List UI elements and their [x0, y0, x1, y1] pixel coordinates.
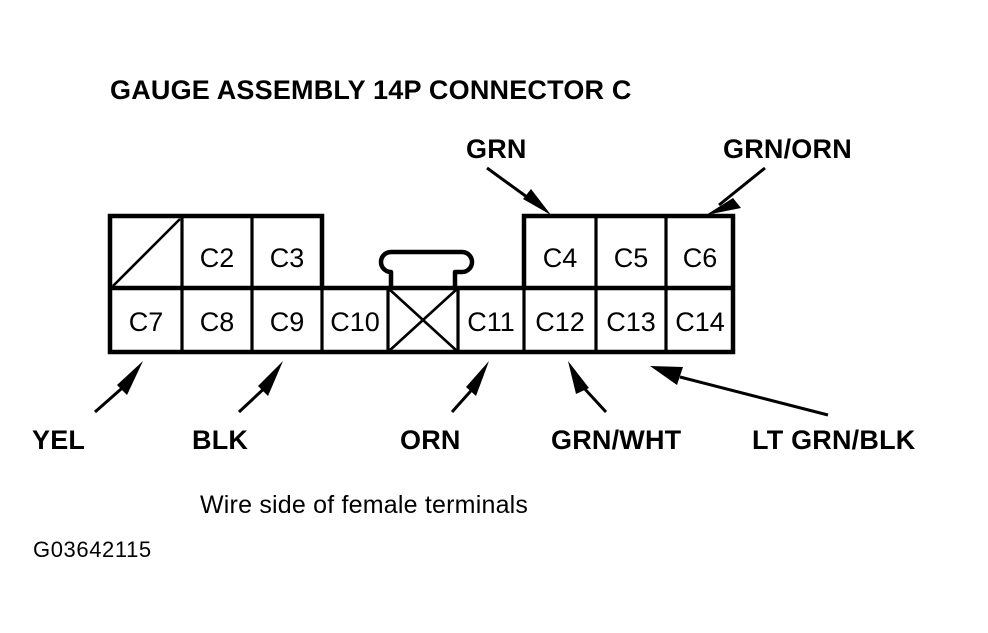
- leader-grn-orn: [706, 166, 766, 215]
- leader-orn: [450, 361, 489, 413]
- pin-label-C6: C6: [683, 243, 718, 273]
- pin-label-C7: C7: [129, 307, 164, 337]
- wire-label-yel: YEL: [32, 425, 85, 455]
- pin-label-C11: C11: [467, 307, 515, 337]
- leader-yel: [94, 361, 143, 414]
- pin-label-C10: C10: [330, 307, 380, 337]
- keyway-cross-mark: [388, 288, 458, 352]
- pin-label-C4: C4: [543, 243, 578, 273]
- blank-cell-diagonal-mark: [112, 218, 181, 287]
- wire-label-lt-grn-blk: LT GRN/BLK: [752, 425, 916, 455]
- pin-label-C5: C5: [614, 243, 649, 273]
- connector-body: C2 C3 C4 C5 C6 C7 C8 C9 C10 C11 C12 C13 …: [107, 213, 736, 355]
- pin-label-C13: C13: [606, 307, 656, 337]
- pin-label-C12: C12: [535, 307, 585, 337]
- leader-grn-wht: [568, 361, 608, 414]
- page-title: GAUGE ASSEMBLY 14P CONNECTOR C: [110, 75, 632, 105]
- leader-grn: [486, 166, 551, 215]
- figure-caption: Wire side of female terminals: [200, 491, 528, 519]
- wire-label-grn: GRN: [466, 134, 527, 164]
- pin-label-C9: C9: [270, 307, 305, 337]
- pin-label-C8: C8: [200, 307, 235, 337]
- wire-label-orn: ORN: [400, 425, 461, 455]
- wire-label-grn-orn: GRN/ORN: [723, 134, 852, 164]
- pin-label-C3: C3: [270, 243, 305, 273]
- leader-blk: [237, 361, 283, 414]
- pin-label-C2: C2: [200, 243, 235, 273]
- pin-label-C14: C14: [675, 307, 725, 337]
- wire-label-grn-wht: GRN/WHT: [551, 425, 682, 455]
- latch-tab: [378, 249, 475, 288]
- wire-label-blk: BLK: [192, 425, 248, 455]
- figure-code: G03642115: [33, 537, 152, 562]
- leader-lt-grn-blk: [650, 366, 829, 417]
